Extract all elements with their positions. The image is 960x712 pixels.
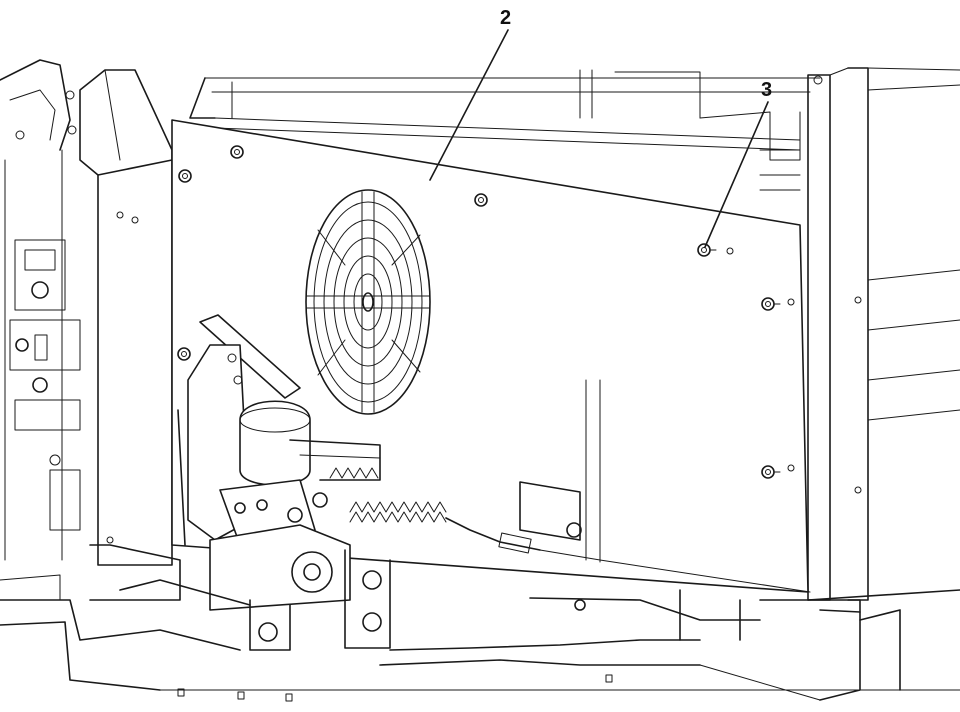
- right-frame-post: [807, 67, 960, 601]
- bolt-icon: [178, 169, 192, 183]
- callout-label-2: 2: [500, 7, 511, 29]
- base-frame: [0, 544, 960, 702]
- pedal-linkage: [177, 314, 447, 651]
- bolt-icon: [761, 297, 795, 311]
- bolt-icon: [230, 145, 244, 159]
- bolt-icon: [697, 243, 734, 257]
- fan-grille: [305, 189, 431, 415]
- rear-frame: [189, 69, 821, 191]
- left-side-plate: [79, 69, 173, 566]
- callout-2: 2: [429, 7, 511, 181]
- spring: [329, 467, 447, 523]
- bolt-icon: [761, 464, 795, 479]
- bolt-icon: [177, 347, 191, 361]
- callout-3: 3: [704, 79, 772, 248]
- bolt-icon: [474, 193, 488, 207]
- left-mechanism: [0, 59, 81, 601]
- callout-label-3: 3: [761, 79, 772, 101]
- control-cable: [445, 481, 811, 593]
- panel-bolts: [177, 145, 795, 479]
